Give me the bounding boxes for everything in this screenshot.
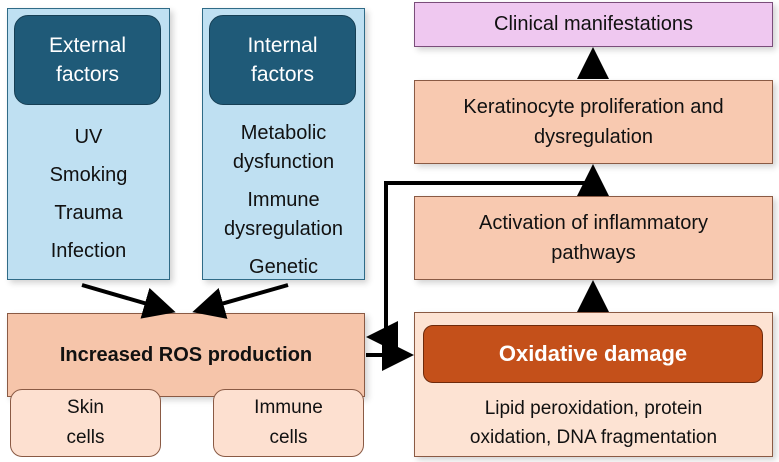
internal-factors-list: Metabolic dysfunction Immune dysregulati… (203, 119, 364, 282)
internal-factors-title-line1: Internal (247, 34, 318, 57)
internal-factors-title-line2: factors (250, 63, 315, 86)
arrow-external-to-ros (81, 283, 176, 319)
external-factor-item: Smoking (49, 164, 128, 186)
clinical-manifestations-label: Clinical manifestations (494, 13, 693, 35)
internal-factor-item-immune: Immune dysregulation (224, 189, 343, 240)
oxidative-damage-description: Lipid peroxidation, protein oxidation, D… (469, 398, 718, 448)
clinical-manifestations-box: Clinical manifestations (414, 2, 773, 47)
arrow-feedback-to-ros (366, 181, 595, 353)
external-factors-column: External factors UV Smoking Trauma Infec… (7, 8, 170, 280)
oxidative-damage-header: Oxidative damage (423, 325, 763, 383)
internal-factors-column: Internal factors Metabolic dysfunction I… (202, 8, 365, 280)
oxidative-damage-container: Oxidative damage Lipid peroxidation, pro… (414, 312, 773, 457)
ros-production-box: Increased ROS production (7, 313, 365, 397)
external-factor-item: UV (74, 126, 103, 148)
external-factors-header: External factors (14, 15, 161, 105)
ros-production-label: Increased ROS production (59, 343, 313, 366)
external-factors-list: UV Smoking Trauma Infection (8, 118, 169, 270)
internal-factor-item-genetic: Genetic (249, 256, 318, 278)
immune-cells-box: Immune cells (213, 389, 364, 457)
oxidative-damage-title: Oxidative damage (498, 341, 688, 366)
keratinocyte-box: Keratinocyte proliferation and dysregula… (414, 80, 773, 164)
internal-factor-item-metabolic: Metabolic dysfunction (232, 122, 335, 173)
external-factors-title-line2: factors (55, 63, 120, 86)
external-factor-item: Infection (50, 240, 127, 262)
arrow-internal-to-ros (192, 283, 289, 319)
external-factors-title-line1: External (48, 34, 127, 57)
inflammatory-activation-box: Activation of inflammatory pathways (414, 196, 773, 280)
skin-cells-box: Skin cells (10, 389, 161, 457)
internal-factors-header: Internal factors (209, 15, 356, 105)
external-factor-item: Trauma (54, 202, 123, 224)
